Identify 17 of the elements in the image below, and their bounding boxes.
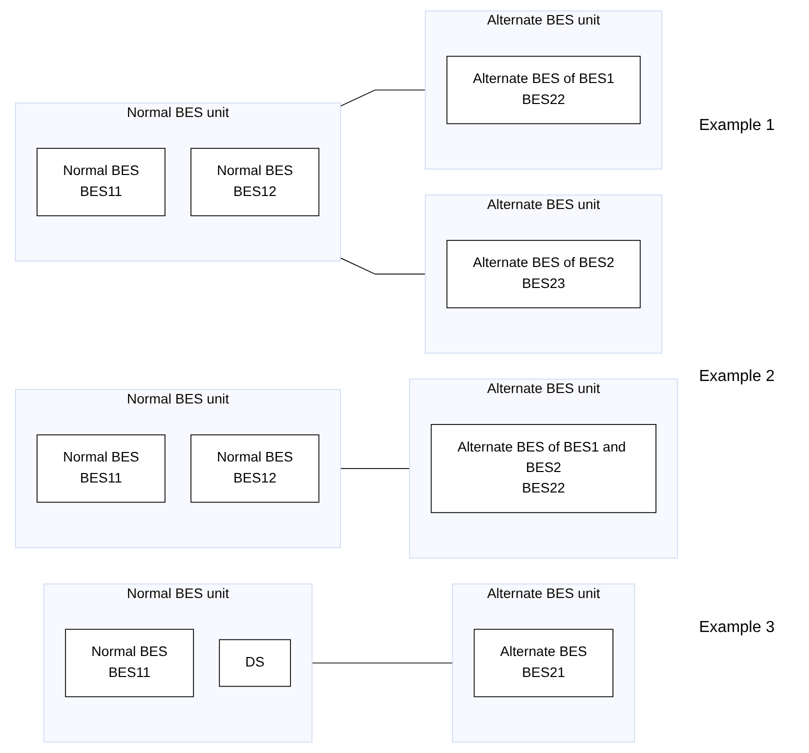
example-label: Example 1 (699, 116, 776, 134)
connector (312, 662, 454, 664)
example-label: Example 3 (699, 618, 776, 636)
node-box: Normal BES BES12 (190, 148, 320, 216)
example-label: Example 2 (699, 368, 776, 386)
connector (340, 468, 410, 469)
node-box: Normal BES BES11 (36, 434, 166, 503)
node-box: Alternate BES BES21 (474, 628, 614, 698)
node-box: Normal BES BES12 (190, 434, 320, 503)
connector (340, 258, 426, 275)
node-box: Alternate BES of BES1 and BES2 BES22 (430, 424, 656, 514)
node-box: Alternate BES of BES2 BES23 (446, 240, 641, 308)
node-box: Normal BES BES11 (36, 148, 166, 216)
connector (340, 90, 426, 107)
node-box: DS (218, 639, 291, 687)
node-box: Alternate BES of BES1 BES22 (446, 56, 641, 124)
node-box: Normal BES BES11 (65, 628, 194, 698)
